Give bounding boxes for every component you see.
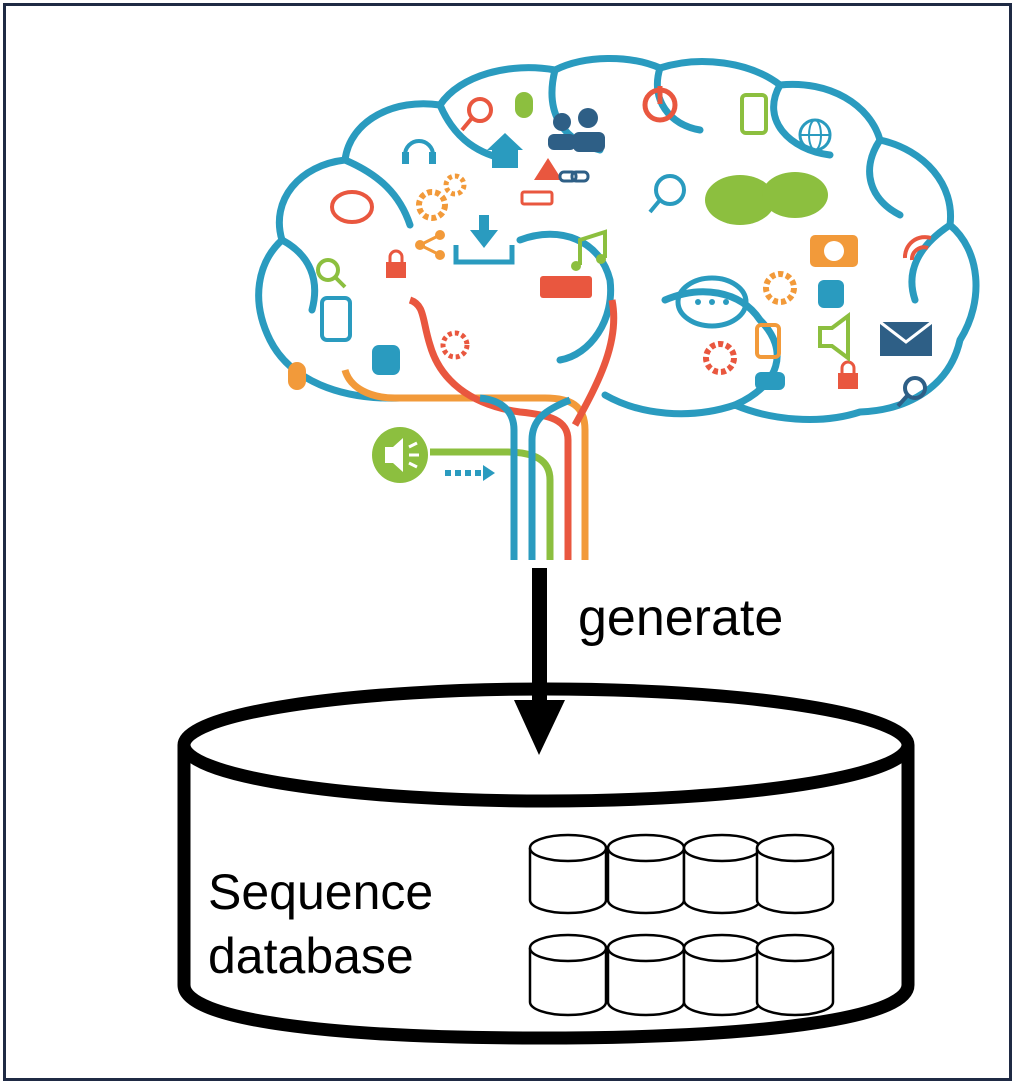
database-label-line2: database	[208, 928, 414, 984]
database-cylinder	[177, 682, 915, 1045]
brain-fold	[341, 156, 414, 229]
database-icon	[682, 833, 762, 915]
globe-icon	[798, 118, 832, 152]
database-label-line1: Sequence	[208, 864, 434, 920]
cable-red-branch	[571, 299, 618, 427]
brain-icons	[288, 86, 933, 408]
cable-red	[408, 296, 572, 560]
cable-green	[430, 448, 554, 560]
power-icon	[642, 86, 678, 123]
share-icon	[415, 230, 445, 260]
hand-icon	[818, 280, 844, 308]
cable-blue-1	[528, 396, 572, 560]
database-icon	[755, 833, 835, 915]
diagram-frame	[3, 3, 1012, 1081]
generate-arrow-tip	[514, 700, 565, 755]
brain-fold	[908, 221, 954, 304]
headphones-icon	[402, 139, 436, 164]
phone-icon	[740, 93, 768, 135]
database-icon	[682, 933, 762, 1017]
database-icon	[606, 833, 686, 915]
chat-icon	[330, 190, 374, 224]
database-label: Sequence database	[208, 860, 433, 988]
brain-illustration	[255, 55, 980, 423]
mouse-icon	[288, 362, 306, 390]
brain-fold	[278, 236, 319, 314]
phone-icon	[755, 323, 781, 359]
mouse-icon	[515, 92, 533, 118]
search-icon	[316, 258, 347, 289]
database-icon	[528, 833, 608, 915]
gear-icon	[443, 173, 467, 197]
warning-icon	[534, 158, 562, 180]
brain-cables	[341, 296, 618, 560]
wifi-icon	[903, 235, 932, 261]
gear-icon	[440, 330, 470, 360]
brain-fold	[866, 136, 904, 219]
search-icon	[896, 376, 927, 408]
speaker-badge	[372, 427, 428, 483]
chat-icon	[705, 172, 828, 225]
home-icon	[487, 133, 523, 168]
usb-icon	[520, 190, 554, 206]
brain-fold	[516, 230, 615, 364]
search-icon	[460, 97, 493, 132]
download-icon	[453, 215, 515, 265]
small-databases	[528, 833, 835, 1017]
cylinder-top	[177, 682, 915, 808]
lock-icon	[838, 360, 858, 389]
music-icon	[571, 229, 607, 271]
gear-icon	[763, 271, 797, 305]
generate-arrow-shaft	[532, 690, 547, 710]
gear-icon	[703, 341, 737, 375]
brain-outline	[255, 55, 980, 423]
brain-fold	[770, 81, 834, 159]
camera-icon	[810, 235, 858, 267]
phone-icon	[320, 296, 352, 342]
hand-icon	[755, 372, 785, 390]
keyboard-icon	[540, 276, 592, 298]
brain-fold	[653, 64, 704, 134]
cylinder-body	[177, 745, 915, 1045]
users-icon	[548, 108, 605, 152]
link-icon	[558, 170, 590, 183]
email-icon	[879, 320, 933, 356]
database-icon	[606, 933, 686, 1017]
database-icon	[755, 933, 835, 1017]
lock-icon	[386, 249, 406, 278]
dotted-arrow-icon	[445, 465, 495, 481]
database-icon	[528, 933, 608, 1017]
generate-label: generate	[578, 589, 784, 647]
cable-blue-2	[479, 394, 518, 560]
hand-icon	[372, 345, 400, 375]
speaker-icon	[818, 312, 850, 362]
chat-icon	[675, 275, 749, 329]
gear-icon	[416, 189, 448, 221]
search-icon	[648, 174, 686, 214]
